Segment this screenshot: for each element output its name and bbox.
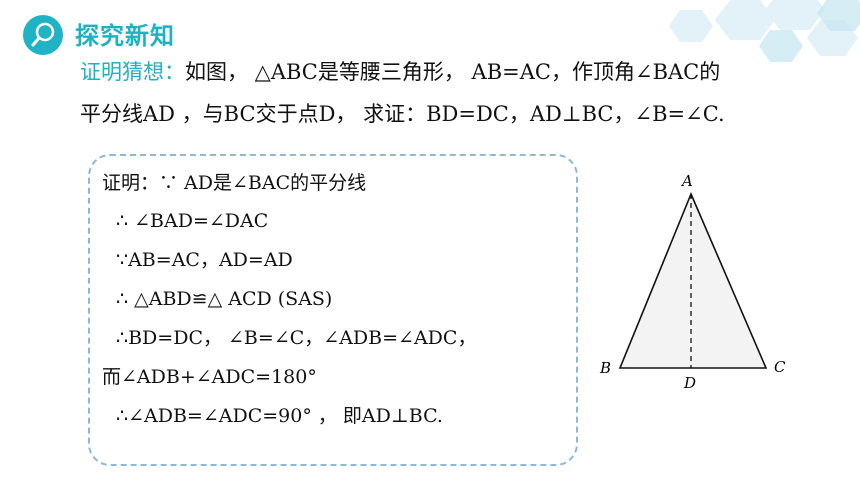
point-c-label: C — [774, 358, 786, 376]
conjecture-line-1: 证明猜想：如图， △ABC是等腰三角形， AB=AC，作顶角∠BAC的 — [80, 62, 720, 83]
proof-line-3: ∵AB=AC，AD=AD — [116, 249, 293, 271]
magnifier-icon — [23, 15, 63, 55]
triangle-abc — [618, 191, 768, 369]
conjecture-line-2: 平分线AD ，与BC交于点D， 求证：BD=DC，AD⊥BC，∠B=∠C. — [80, 102, 725, 126]
proof-line-4: ∴ △ABD≌△ ACD (SAS) — [116, 288, 333, 310]
section-title: 探究新知 — [75, 22, 175, 50]
point-d-label: D — [683, 374, 696, 392]
proof-line-2: ∴ ∠BAD=∠DAC — [116, 210, 269, 232]
proof-line-6: 而∠ADB+∠ADC=180° — [102, 366, 317, 388]
proof-box — [88, 154, 578, 466]
proof-line-7: ∴∠ADB=∠ADC=90° ， 即AD⊥BC. — [116, 405, 443, 427]
conjecture-text-1: 如图， △ABC是等腰三角形， AB=AC，作顶角∠BAC的 — [185, 60, 721, 84]
point-b-label: B — [599, 359, 611, 377]
point-a-label: A — [680, 172, 693, 190]
conjecture-label: 证明猜想： — [80, 60, 185, 84]
hexagon-pattern-decoration — [669, 0, 860, 62]
proof-line-5: ∴BD=DC， ∠B=∠C，∠ADB=∠ADC， — [116, 327, 477, 349]
proof-line-1: 证明：∵ AD是∠BAC的平分线 — [102, 172, 367, 194]
isosceles-triangle-figure: A B C D — [599, 172, 786, 392]
